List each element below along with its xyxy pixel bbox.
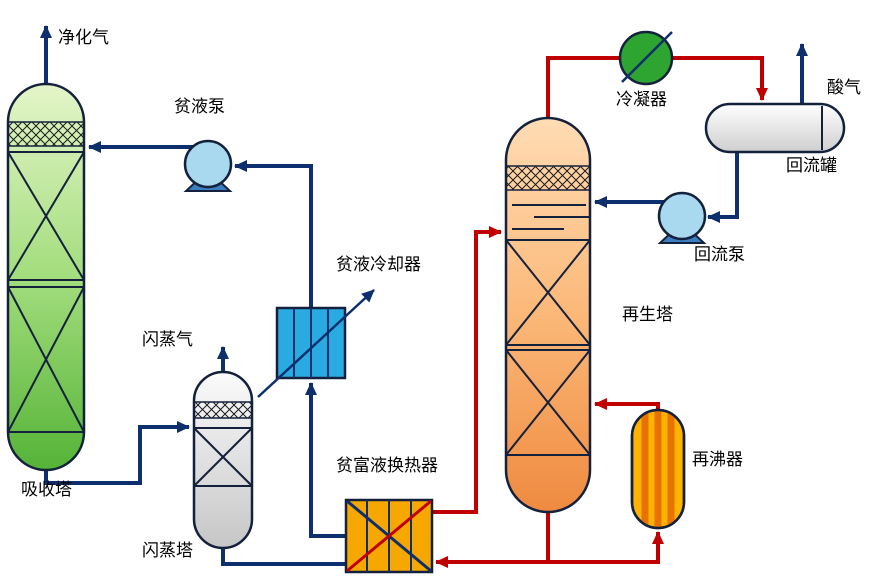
absorber-bottoms-to-flash-line: [44, 421, 190, 485]
label-absorber: 吸收塔: [21, 480, 72, 499]
drum-to-reflux-pump-line: [707, 146, 739, 223]
regenerator-tower: [504, 116, 592, 514]
label-reboiler: 再沸器: [692, 450, 743, 469]
exchanger-hot-diagonal: [346, 499, 432, 573]
reflux-drum: [704, 102, 846, 154]
label-reflux-drum: 回流罐: [786, 156, 837, 175]
lean-rich-heat-exchanger: [344, 498, 434, 574]
reflux-drum-shell: [704, 102, 846, 154]
lean-pump-body: [183, 139, 233, 189]
reflux-pump-body: [657, 191, 707, 241]
regenerator-packing-1: [505, 239, 591, 346]
flash-shell: [192, 370, 254, 550]
label-reflux-pump: 回流泵: [694, 245, 745, 264]
reboiler-stripes: [641, 410, 675, 528]
flash-packing: [193, 427, 253, 487]
absorber-demister-band: [7, 121, 85, 147]
reboiler-outline: [630, 408, 686, 530]
lean-cooler-diagonal-arrow: [257, 289, 375, 398]
exchanger-to-cooler-line: [305, 382, 352, 538]
label-acid-gas: 酸气: [827, 78, 861, 97]
regenerator-demister-band: [505, 165, 591, 191]
cooler-to-lean-pump-line: [234, 160, 313, 312]
flash-tower: [192, 370, 254, 550]
lean-cooler-dividers: [293, 308, 329, 378]
absorber-tower: [6, 82, 86, 472]
label-purified-gas: 净化气: [58, 28, 109, 47]
condenser: [618, 30, 674, 86]
condenser-diagonal: [621, 31, 673, 83]
label-flash-tower: 闪蒸塔: [142, 541, 193, 560]
label-regenerator: 再生塔: [622, 305, 673, 324]
reflux-pump: [657, 191, 707, 244]
label-flash-gas: 闪蒸气: [142, 330, 193, 349]
flash-demister-band: [193, 401, 253, 419]
lean-pump: [183, 139, 233, 192]
absorber-packing-2: [7, 286, 85, 433]
label-heat-exchanger: 贫富液换热器: [336, 456, 438, 475]
label-lean-pump: 贫液泵: [174, 97, 225, 116]
cold-stream-lines: [40, 25, 808, 566]
reboiler: [630, 408, 686, 530]
label-lean-cooler: 贫液冷却器: [336, 255, 421, 274]
lean-cooler: [257, 289, 375, 398]
regenerator-packing-2: [505, 349, 591, 456]
regenerator-trays: [512, 204, 590, 230]
label-condenser: 冷凝器: [616, 90, 667, 109]
absorber-packing-1: [7, 151, 85, 281]
bottoms-to-reboiler-line: [546, 490, 664, 564]
rich-feed-to-regenerator-line: [428, 226, 502, 514]
